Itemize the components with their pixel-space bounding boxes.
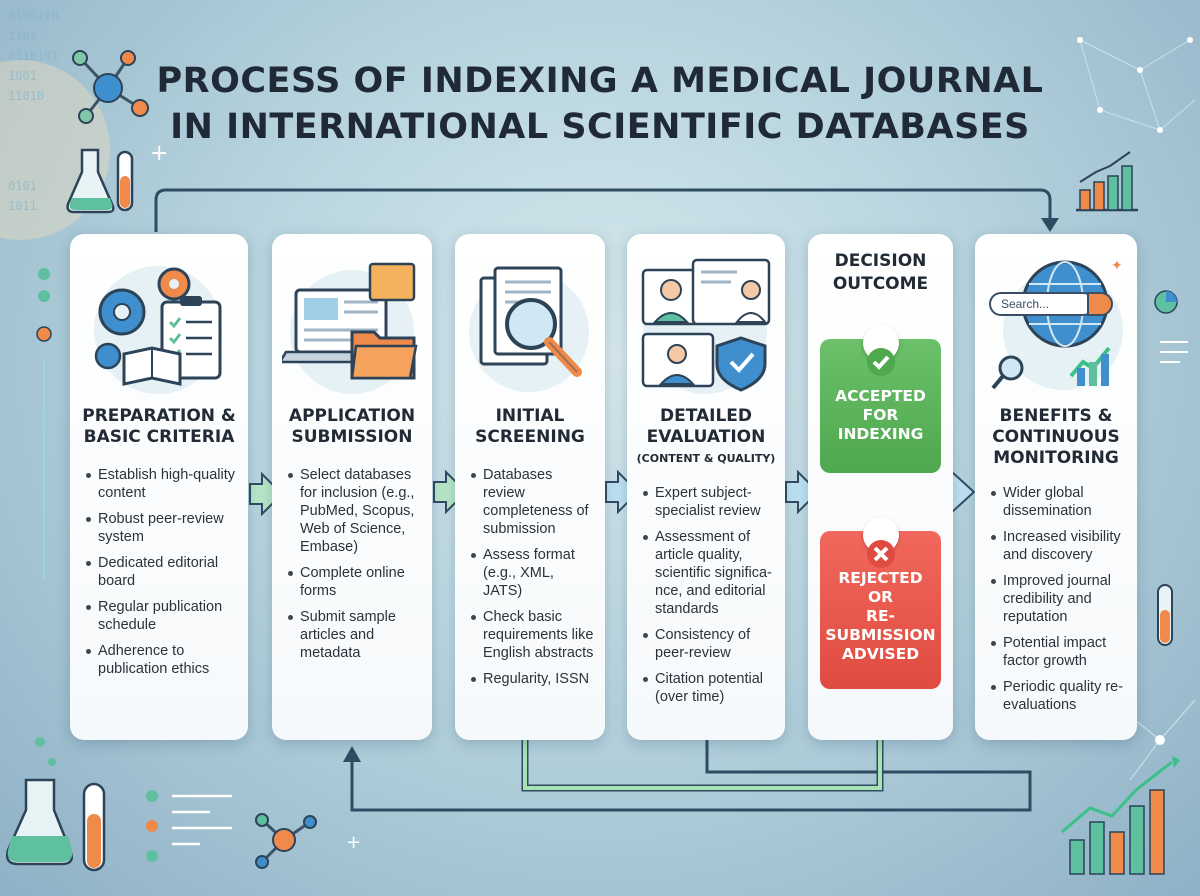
list-item: Periodic quality re-evaluations [989, 678, 1127, 714]
list-item: Increased visibility and discovery [989, 528, 1127, 564]
list-item: Citation potential (over time) [641, 670, 775, 706]
page-title: PROCESS OF INDEXING A MEDICAL JOURNAL IN… [100, 58, 1100, 150]
stage-title: PREPARATION & BASIC CRITERIA [82, 406, 236, 447]
list-item: Dedicated editorial board [84, 554, 238, 590]
svg-text:0101: 0101 [8, 179, 37, 193]
stage-card-benefits: ✦ Search... BENEFITS & CONTINUOUS MONITO… [975, 234, 1137, 740]
accepted-outcome: ACCEPTED FOR INDEXING [820, 325, 941, 473]
list-item: Expert subject-specialist review [641, 484, 775, 520]
stage-title: DECISION OUTCOME [832, 251, 929, 294]
search-icon [1087, 292, 1113, 316]
list-item: Potential impact factor growth [989, 634, 1127, 670]
stage-card-preparation: PREPARATION & BASIC CRITERIA Establish h… [70, 234, 248, 740]
stage-title: INITIAL SCREENING [475, 406, 585, 447]
list-item: Databases review completeness of submiss… [469, 466, 595, 538]
flask-icon [5, 778, 106, 872]
list-item: Robust peer-review system [84, 510, 238, 546]
list-item: Select databases for inclusion (e.g., Pu… [286, 466, 422, 556]
list-item: Regularity, ISSN [469, 670, 595, 688]
stage-items: Establish high-quality content Robust pe… [84, 466, 238, 686]
stage-card-screening: INITIAL SCREENING Databases review compl… [455, 234, 605, 740]
list-item: Submit sample articles and metadata [286, 608, 422, 662]
list-item: Check basic requirements like English ab… [469, 608, 595, 662]
svg-text:11010: 11010 [8, 89, 44, 103]
svg-text:1101: 1101 [8, 29, 37, 43]
list-item: Wider global dissemination [989, 484, 1127, 520]
molecule-icon [255, 813, 317, 869]
stage-items: Expert subject-specialist review Assessm… [641, 484, 775, 714]
stage-items: Wider global dissemination Increased vis… [989, 484, 1127, 722]
list-item: Assessment of article quality, scientifi… [641, 528, 775, 618]
svg-text:0100110: 0100110 [8, 9, 59, 23]
list-item: Regular publication schedule [84, 598, 238, 634]
rejected-label: REJECTED OR RE- SUBMISSION ADVISED [825, 569, 936, 663]
expert-review-icon [641, 258, 771, 394]
svg-text:0110101: 0110101 [8, 49, 59, 63]
stage-items: Databases review completeness of submiss… [469, 466, 595, 696]
svg-text:1001: 1001 [8, 69, 37, 83]
search-input: Search... [989, 292, 1095, 316]
list-item: Establish high-quality content [84, 466, 238, 502]
laptop-folder-icon [282, 262, 418, 394]
gears-checklist-icon [94, 266, 222, 394]
flask-icon [66, 148, 134, 214]
list-item: Assess format (e.g., XML, JATS) [469, 546, 595, 600]
stage-card-application: APPLICATION SUBMISSION Select databases … [272, 234, 432, 740]
list-item: Improved journal credibility and reputat… [989, 572, 1127, 626]
list-item: Consistency of peer-review [641, 626, 775, 662]
stage-title: DETAILED EVALUATION [646, 406, 766, 447]
svg-text:✦: ✦ [1111, 258, 1123, 274]
rejected-outcome: REJECTED OR RE- SUBMISSION ADVISED [820, 517, 941, 689]
globe-search-icon: ✦ [991, 258, 1123, 390]
stage-card-evaluation: DETAILED EVALUATION (CONTENT & QUALITY) … [627, 234, 785, 740]
growth-chart-icon [1061, 756, 1180, 875]
stage-items: Select databases for inclusion (e.g., Pu… [286, 466, 422, 670]
growth-chart-icon [1076, 151, 1138, 212]
accepted-label: ACCEPTED FOR INDEXING [835, 387, 926, 443]
magnifier-documents-icon [469, 266, 589, 392]
stage-card-decision: DECISION OUTCOME ACCEPTED FOR INDEXING R… [808, 234, 953, 740]
list-item: Complete online forms [286, 564, 422, 600]
svg-text:+: + [346, 832, 361, 853]
check-icon [862, 325, 899, 376]
title-line-1: PROCESS OF INDEXING A MEDICAL JOURNAL [156, 61, 1044, 101]
list-item: Adherence to publication ethics [84, 642, 238, 678]
stage-title: BENEFITS & CONTINUOUS MONITORING [992, 406, 1120, 468]
svg-text:1011: 1011 [8, 199, 37, 213]
stage-subtitle: (CONTENT & QUALITY) [636, 452, 776, 465]
close-icon [862, 517, 899, 568]
stage-title: APPLICATION SUBMISSION [288, 406, 416, 447]
title-line-2: IN INTERNATIONAL SCIENTIFIC DATABASES [170, 107, 1030, 147]
